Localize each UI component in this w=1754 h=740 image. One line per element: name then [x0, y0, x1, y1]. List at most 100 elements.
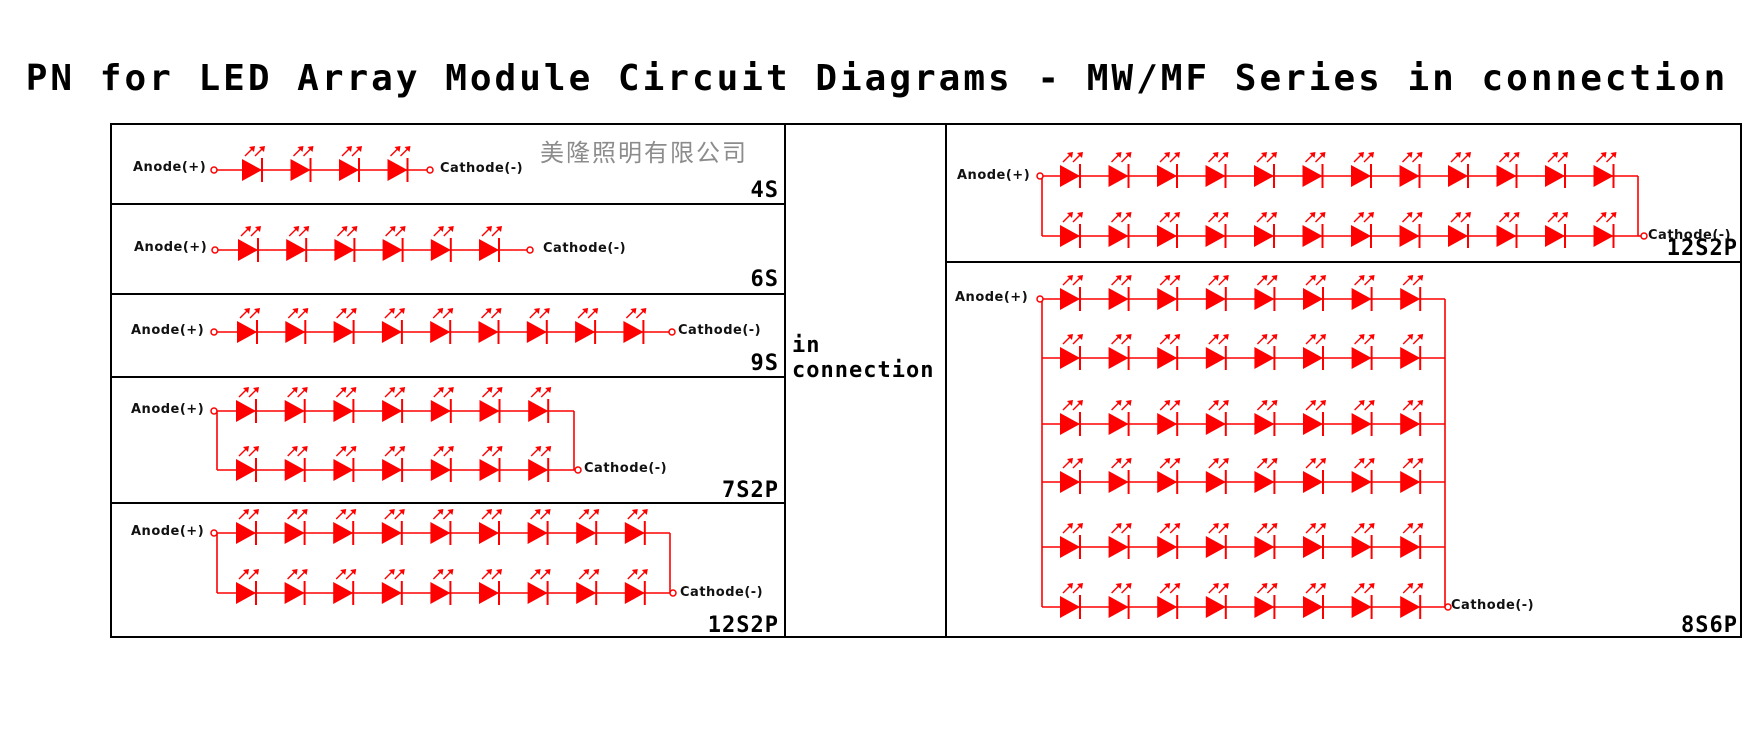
emission-arrowhead: [486, 569, 492, 575]
emission-arrowhead: [1320, 583, 1326, 589]
module-code-7s2p: 7S2P: [722, 478, 779, 503]
module-code-12s2p-left: 12S2P: [707, 613, 779, 638]
led-icon: [1060, 288, 1080, 310]
in-connection-label: in connection: [792, 333, 934, 383]
led-icon: [387, 159, 408, 181]
led-icon: [430, 522, 451, 544]
emission-arrowhead: [447, 387, 454, 393]
led-icon: [333, 459, 354, 481]
led-icon: [1108, 471, 1129, 493]
led-icon: [576, 582, 597, 604]
emission-arrowhead: [1115, 400, 1122, 406]
emission-arrowhead: [1368, 400, 1375, 406]
emission-arrowhead: [1077, 275, 1083, 281]
led-icon: [1496, 165, 1517, 187]
led-icon: [381, 522, 402, 544]
emission-arrowhead: [1455, 212, 1461, 218]
led-icon: [284, 582, 305, 604]
led-icon: [242, 159, 262, 181]
emission-arrowhead: [1320, 523, 1326, 529]
emission-arrowhead: [1222, 458, 1229, 464]
led-icon: [479, 400, 500, 422]
led-icon: [1351, 536, 1372, 558]
emission-arrowhead: [1067, 152, 1073, 158]
cathode-label: Cathode(-): [584, 461, 668, 476]
emission-arrowhead: [1212, 212, 1219, 218]
led-icon: [1303, 596, 1323, 618]
column-divider: [945, 123, 947, 638]
led-icon: [1060, 225, 1080, 247]
emission-arrowhead: [1125, 334, 1132, 340]
led-icon: [1157, 347, 1178, 369]
cathode-label: Cathode(-): [678, 323, 762, 338]
emission-arrowhead: [244, 308, 250, 314]
emission-arrowhead: [1164, 583, 1171, 589]
emission-arrowhead: [437, 569, 444, 575]
emission-arrowhead: [1406, 212, 1413, 218]
emission-arrowhead: [1115, 275, 1122, 281]
emission-arrowhead: [583, 569, 590, 575]
led-icon: [1108, 165, 1129, 187]
emission-arrowhead: [1164, 275, 1171, 281]
emission-arrowhead: [447, 226, 454, 232]
led-icon: [1060, 596, 1080, 618]
emission-arrowhead: [1077, 458, 1083, 464]
terminal-node: [210, 328, 218, 336]
emission-arrowhead: [1407, 334, 1414, 340]
emission-arrowhead: [534, 569, 541, 575]
led-icon: [1448, 165, 1468, 187]
emission-arrowhead: [1174, 334, 1181, 340]
led-icon: [1157, 536, 1178, 558]
emission-arrowhead: [1562, 212, 1568, 218]
led-icon: [1060, 471, 1080, 493]
led-icon: [527, 522, 548, 544]
emission-arrowhead: [544, 569, 551, 575]
emission-arrowhead: [533, 308, 540, 314]
emission-arrowhead: [447, 509, 454, 515]
emission-arrowhead: [582, 308, 589, 314]
emission-arrowhead: [1174, 458, 1181, 464]
emission-arrowhead: [350, 509, 357, 515]
emission-arrowhead: [340, 446, 347, 452]
emission-arrowhead: [1115, 334, 1122, 340]
led-icon: [1254, 536, 1275, 558]
led-icon: [284, 400, 305, 422]
led-icon: [1399, 225, 1420, 247]
emission-arrowhead: [1164, 400, 1171, 406]
emission-arrowhead: [1077, 523, 1083, 529]
emission-arrowhead: [631, 509, 638, 515]
led-icon: [1205, 471, 1226, 493]
led-icon: [1205, 165, 1226, 187]
emission-arrowhead: [1358, 458, 1365, 464]
led-icon: [1108, 288, 1129, 310]
emission-arrowhead: [398, 569, 405, 575]
terminal-node: [1640, 232, 1648, 240]
emission-arrowhead: [1077, 152, 1083, 158]
emission-arrowhead: [535, 387, 542, 393]
terminal-node: [669, 589, 677, 597]
row-divider: [110, 203, 785, 205]
emission-arrowhead: [1358, 275, 1365, 281]
module-code-6s: 6S: [750, 267, 779, 292]
emission-arrowhead: [351, 226, 358, 232]
led-icon: [430, 239, 451, 261]
led-icon: [1254, 347, 1275, 369]
led-icon: [333, 321, 354, 343]
emission-arrowhead: [307, 146, 314, 152]
led-icon: [382, 459, 403, 481]
emission-arrowhead: [340, 387, 347, 393]
led-icon: [333, 522, 354, 544]
terminal-node: [210, 529, 218, 537]
emission-arrowhead: [1261, 212, 1267, 218]
emission-arrowhead: [1600, 212, 1607, 218]
emission-arrowhead: [388, 509, 395, 515]
emission-arrowhead: [249, 146, 255, 152]
in-connection-line-2: connection: [792, 358, 935, 383]
emission-arrowhead: [301, 509, 308, 515]
led-icon: [1060, 413, 1080, 435]
emission-arrowhead: [1261, 275, 1268, 281]
emission-arrowhead: [1562, 152, 1568, 158]
led-icon: [1400, 596, 1421, 618]
emission-arrowhead: [1125, 275, 1132, 281]
led-icon: [1254, 165, 1274, 187]
